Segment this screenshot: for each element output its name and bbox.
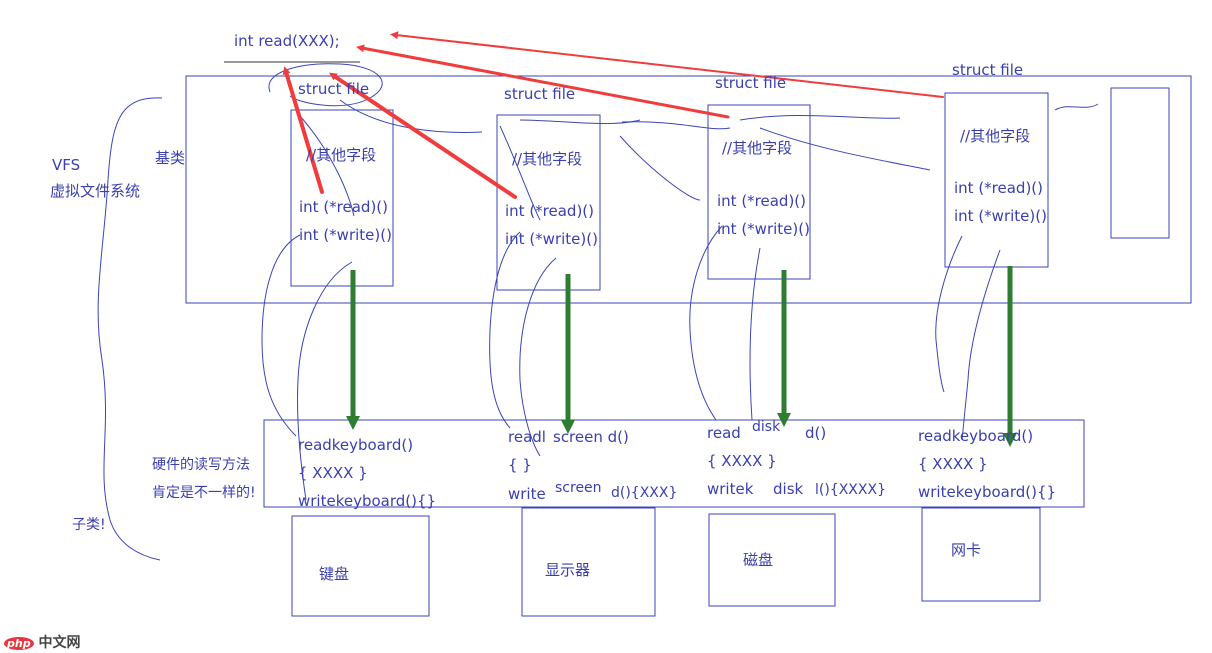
device-label-disk: 磁盘: [743, 551, 774, 569]
struct-read-4: int (*read)(): [954, 179, 1044, 197]
site-watermark: php 中文网: [4, 632, 80, 652]
impl-2-line3a: write: [508, 485, 546, 503]
struct-title-4: struct file: [952, 61, 1024, 79]
red-arrows: [282, 31, 944, 199]
device-label-nic: 网卡: [951, 541, 982, 559]
subclass-label: 子类!: [72, 517, 106, 533]
impl-4-line2: { XXXX }: [918, 455, 988, 473]
struct-read-3: int (*read)(): [717, 192, 807, 210]
struct-box-3: [707, 104, 811, 280]
vfs-description: 虚拟文件系统: [50, 182, 141, 200]
struct-write-4: int (*write)(): [954, 207, 1047, 225]
hardware-note-line1: 硬件的读写方法: [152, 457, 250, 473]
struct-box-2: [496, 114, 601, 291]
struct-title-1: struct file: [298, 80, 370, 98]
base-class-frame: [185, 75, 1192, 304]
impl-4-line3: writekeyboard(){}: [918, 483, 1057, 501]
impl-1-line3: writekeyboard(){}: [298, 492, 437, 510]
struct-write-1: int (*write)(): [299, 226, 392, 244]
struct-box-1: [290, 109, 394, 287]
impl-3-line3b: disk: [773, 480, 804, 498]
impl-3-line2: { XXXX }: [707, 452, 777, 470]
red-arrow-4: [390, 31, 944, 98]
impl-3-line3a: writek: [707, 480, 754, 498]
read-declaration: int read(XXX);: [234, 32, 340, 50]
base-class-label: 基类: [155, 149, 186, 167]
device-box-display: [521, 507, 656, 617]
impl-3-line3c: l(){XXXX}: [815, 482, 886, 498]
struct-title-2: struct file: [504, 85, 576, 103]
impl-2-line1b: screen d(): [553, 428, 629, 446]
impl-3-line1b: disk: [752, 419, 781, 435]
impl-3-line1c: d(): [805, 424, 827, 442]
device-label-keyboard: 键盘: [319, 565, 350, 583]
impl-2-line3b: screen: [555, 480, 602, 496]
struct-write-3: int (*write)(): [717, 220, 810, 238]
php-logo-badge: php: [4, 637, 34, 650]
impl-1-line2: { XXXX }: [298, 464, 368, 482]
impl-2-line2: { }: [508, 456, 532, 474]
impl-1-line1: readkeyboard(): [298, 436, 414, 454]
struct-comment-4: //其他字段: [960, 127, 1031, 145]
green-arrows: [346, 266, 1017, 447]
red-arrow-3: [356, 44, 730, 119]
extra-struct-box: [1110, 87, 1170, 239]
struct-comment-3: //其他字段: [722, 139, 793, 157]
impl-2-line3c: d(){XXX}: [611, 485, 678, 501]
red-arrow-1: [282, 66, 324, 194]
vfs-label: VFS: [52, 156, 81, 174]
struct-box-4: [944, 92, 1049, 268]
struct-comment-2: //其他字段: [512, 150, 583, 168]
watermark-text: 中文网: [38, 635, 81, 651]
device-box-disk: [708, 513, 836, 607]
struct-title-3: struct file: [715, 74, 787, 92]
device-label-display: 显示器: [545, 561, 591, 579]
struct-comment-1: //其他字段: [306, 146, 377, 164]
hand-drawn-swirls: [261, 63, 1099, 501]
struct-read-2: int (*read)(): [505, 202, 595, 220]
device-box-keyboard: [291, 515, 430, 617]
struct-write-2: int (*write)(): [505, 230, 598, 248]
device-box-nic: [921, 507, 1041, 602]
struct-read-1: int (*read)(): [299, 198, 389, 216]
hardware-note-line2: 肯定是不一样的!: [152, 485, 256, 501]
impl-3-line1a: read: [707, 424, 741, 442]
subclass-frame: [263, 419, 1085, 508]
impl-2-line1a: readl: [508, 428, 546, 446]
impl-4-line1: readkeyboard(): [918, 427, 1034, 445]
left-brace: [97, 97, 163, 561]
red-arrow-2: [329, 72, 517, 199]
